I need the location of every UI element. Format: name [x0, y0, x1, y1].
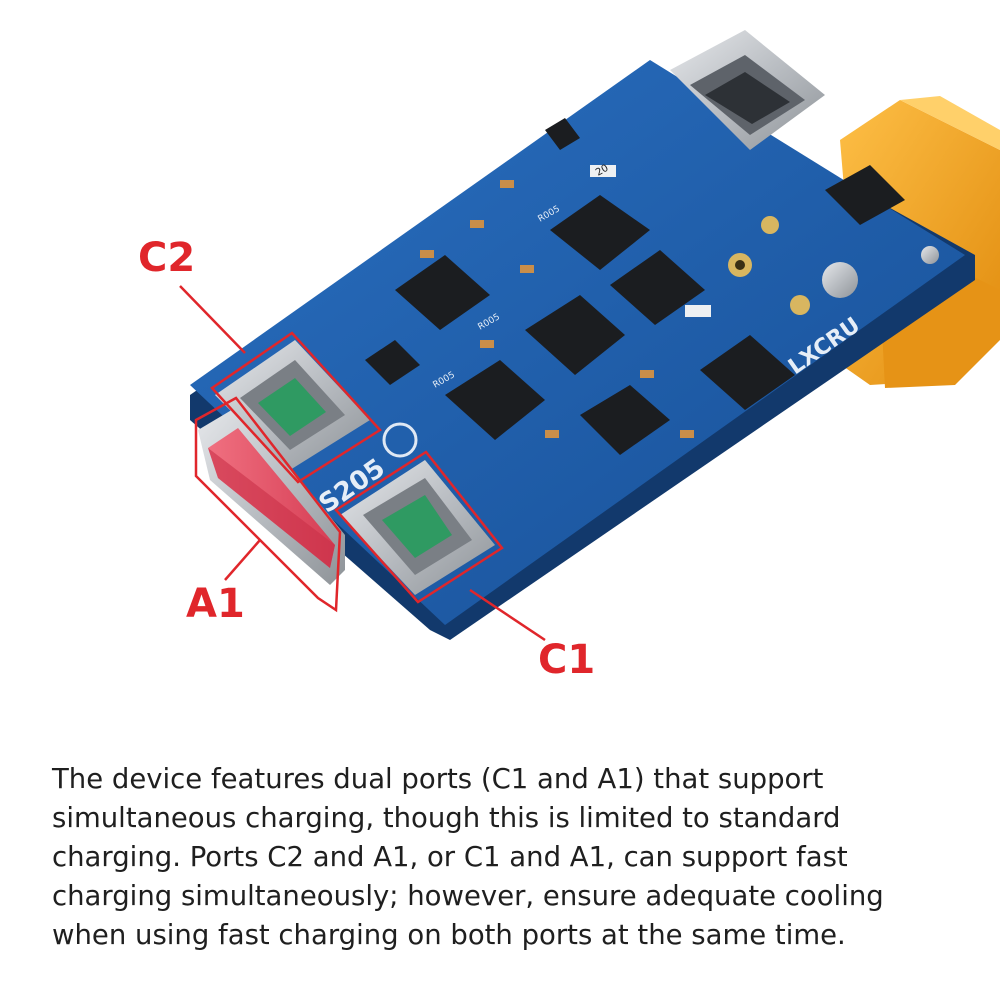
- callout-box-c2: [210, 331, 382, 484]
- leader-c1: [469, 588, 546, 642]
- white-components: [590, 165, 711, 317]
- callout-label-c1: C1: [538, 637, 596, 683]
- usb-c-port-c2: [215, 340, 370, 470]
- callout-box-a1: [194, 396, 342, 613]
- product-photo: -S205 LXCRU 20 R005 R005 R005: [179, 30, 1000, 642]
- mounting-pads: [728, 216, 939, 315]
- callout-label-a1: A1: [186, 581, 245, 627]
- leader-a1: [224, 539, 261, 581]
- usb-a-port: [198, 405, 345, 585]
- callout-box-c1: [334, 450, 504, 604]
- callout-annotations: [179, 285, 546, 642]
- leader-c2: [179, 285, 246, 354]
- silkscreen-logo: [382, 422, 418, 458]
- usb-c-port-c1: [340, 460, 495, 595]
- callout-label-c2: C2: [138, 235, 196, 281]
- chips: [365, 118, 905, 455]
- usb-c-top-port: [670, 30, 825, 150]
- caption-text: The device features dual ports (C1 and A…: [52, 763, 884, 951]
- passives: [420, 180, 694, 438]
